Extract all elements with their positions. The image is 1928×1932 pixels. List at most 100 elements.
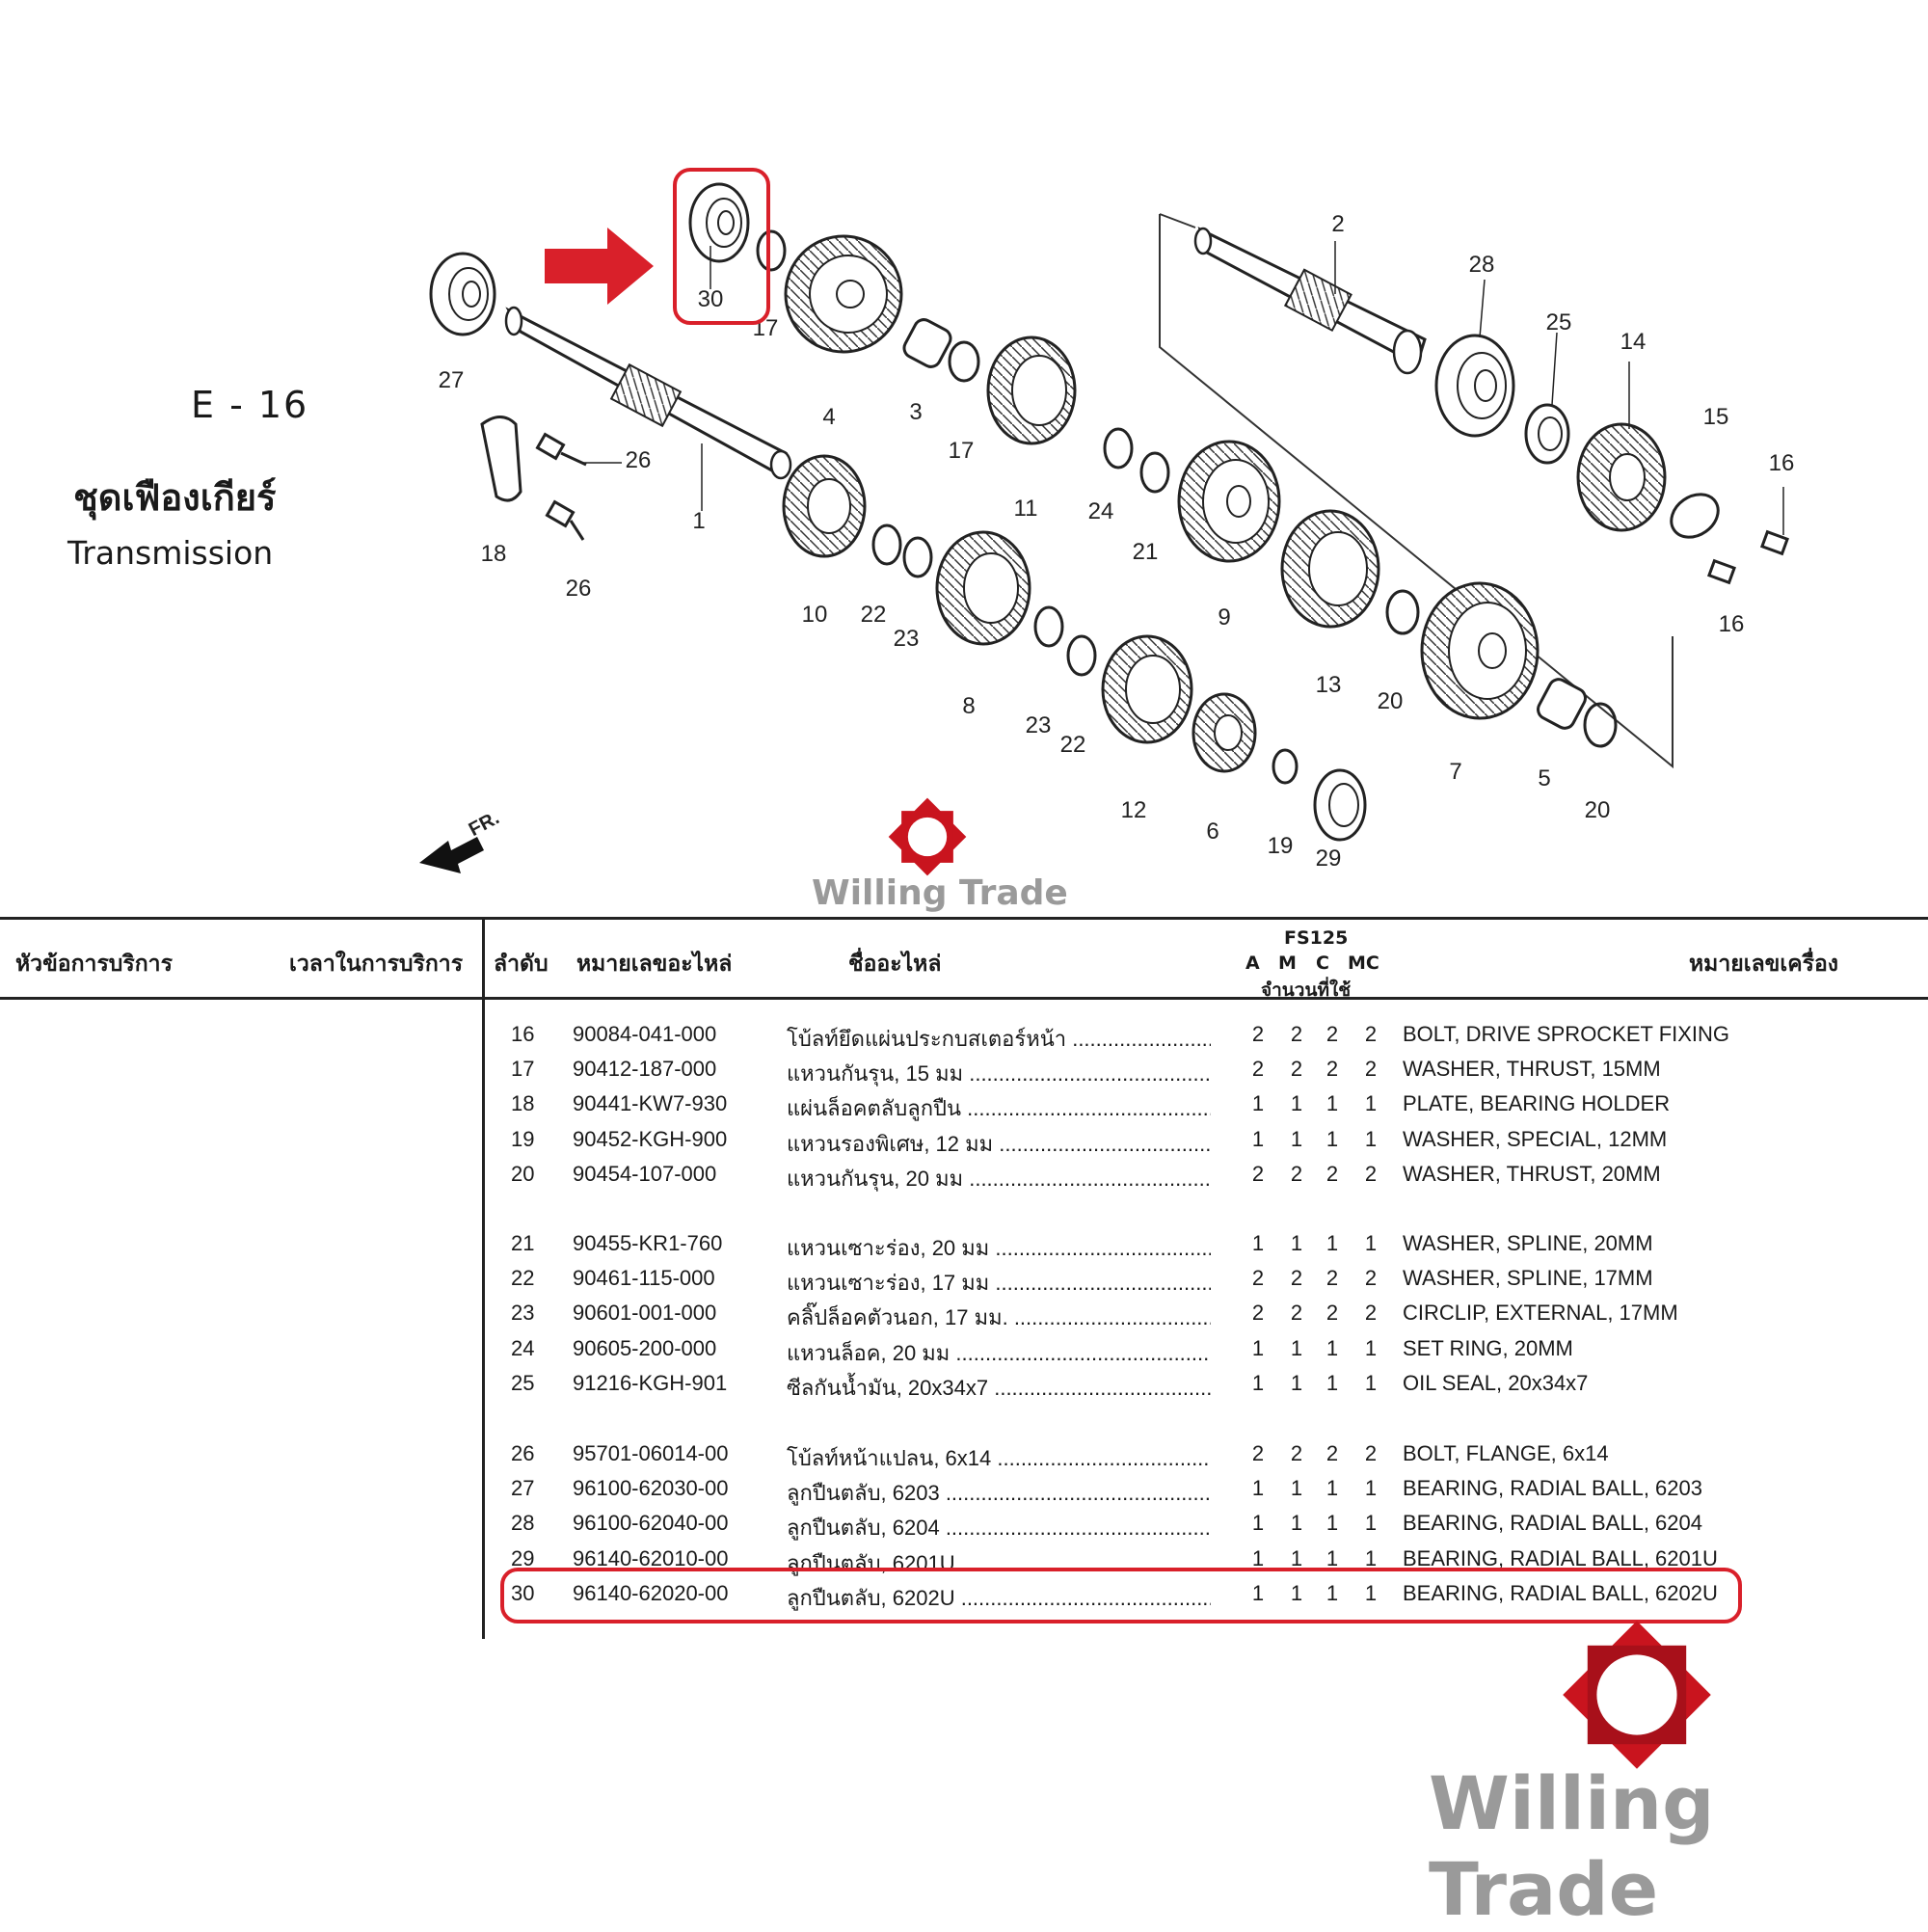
part-number: 90412-187-000 [573,1057,717,1081]
qty-m: 2 [1290,1057,1303,1081]
front-marker [419,837,484,873]
part-name-english: WASHER, SPLINE, 17MM [1403,1266,1653,1290]
callout-26b: 26 [566,576,592,602]
qty-a: 1 [1251,1581,1265,1605]
part-number: 96100-62030-00 [573,1476,729,1500]
bushings [902,318,1587,730]
mainshaft-1 [504,306,792,480]
bearing-29 [1313,768,1367,842]
qty-c: 2 [1326,1022,1339,1046]
callout-10: 10 [802,602,828,628]
qty-mc: 1 [1364,1371,1378,1395]
section-title-thai: ชุดเฟืองเกียร์ [73,476,277,519]
qty-c: 2 [1326,1057,1339,1081]
part-name-thai: คลิ๊ปล็อคตัวนอก, 17 มม. ................… [787,1305,1211,1329]
part-number: 90454-107-000 [573,1162,717,1186]
callout-29: 29 [1316,845,1342,872]
qty-mc: 1 [1364,1511,1378,1535]
part-name-english: WASHER, SPECIAL, 12MM [1403,1127,1668,1151]
qty-mc: 1 [1364,1231,1378,1255]
header-qty-used: จำนวนที่ใช้ [1261,979,1352,1001]
part-name-english: WASHER, THRUST, 15MM [1403,1057,1661,1081]
part-seq: 23 [511,1301,535,1325]
qty-mc: 2 [1364,1022,1378,1046]
part-number: 90601-001-000 [573,1301,717,1325]
header-engine-no: หมายเลขเครื่อง [1689,952,1839,977]
part-seq: 20 [511,1162,535,1186]
part-seq: 30 [511,1581,535,1605]
gear-10 [782,454,867,558]
callout-17b: 17 [949,438,975,464]
qty-mc: 1 [1364,1546,1378,1570]
part-name-english: OIL SEAL, 20x34x7 [1403,1371,1589,1395]
part-number: 96100-62040-00 [573,1511,729,1535]
part-seq: 16 [511,1022,535,1046]
qty-a: 2 [1251,1266,1265,1290]
part-name-english: WASHER, THRUST, 20MM [1403,1162,1661,1186]
header-type-a: A [1245,953,1260,974]
qty-mc: 2 [1364,1162,1378,1186]
callout-30: 30 [698,286,724,312]
part-number: 91216-KGH-901 [573,1371,728,1395]
part-name-english: BOLT, DRIVE SPROCKET FIXING [1403,1022,1730,1046]
part-name-thai: แหวนรองพิเศษ, 12 มม ....................… [787,1132,1211,1156]
part-name-english: PLATE, BEARING HOLDER [1403,1091,1671,1115]
watermark-large: Willing Trade [1429,1760,1715,1932]
part-seq: 26 [511,1441,535,1465]
brand-logo-small [887,796,968,877]
countershaft-2 [1193,227,1427,375]
qty-a: 1 [1251,1231,1265,1255]
qty-m: 1 [1290,1546,1303,1570]
part-name-thai: แหวนเซาะร่อง, 20 มม ....................… [787,1236,1211,1260]
bolts [535,432,1789,585]
part-name-thai: แหวนกันรุน, 20 มม ......................… [787,1167,1211,1191]
qty-mc: 2 [1364,1057,1378,1081]
qty-a: 2 [1251,1162,1265,1186]
callout-16b: 16 [1719,611,1745,637]
part-number: 90452-KGH-900 [573,1127,728,1151]
part-number: 90084-041-000 [573,1022,717,1046]
highlight-row-30 [500,1568,1742,1623]
part-seq: 18 [511,1091,535,1115]
qty-mc: 2 [1364,1266,1378,1290]
part-seq: 25 [511,1371,535,1395]
callout-19: 19 [1268,833,1294,859]
callout-8: 8 [962,693,975,719]
callout-12: 12 [1121,797,1147,823]
callout-20a: 20 [1378,688,1404,714]
part-number: 95701-06014-00 [573,1441,729,1465]
callout-14: 14 [1620,329,1647,355]
callout-4: 4 [822,404,835,430]
qty-mc: 1 [1364,1127,1378,1151]
part-name-thai: ลูกปืนตลับ, 6203 .......................… [787,1481,1211,1505]
bearing-30 [688,182,750,263]
qty-m: 2 [1290,1022,1303,1046]
part-name-thai: ลูกปืนตลับ, 6204 .......................… [787,1516,1211,1540]
qty-c: 1 [1326,1546,1339,1570]
gear-6 [1192,692,1257,773]
part-seq: 21 [511,1231,535,1255]
header-service-topic: หัวข้อการบริการ [15,952,173,977]
gear-12 [1101,634,1193,744]
part-name-english: BEARING, RADIAL BALL, 6204 [1403,1511,1702,1535]
qty-m: 1 [1290,1127,1303,1151]
part-number: 90461-115-000 [573,1266,715,1290]
qty-c: 2 [1326,1162,1339,1186]
table-header-rule [0,997,1928,1000]
callout-7: 7 [1449,759,1461,785]
part-number: 90441-KW7-930 [573,1091,728,1115]
qty-c: 1 [1326,1231,1339,1255]
part-seq: 19 [511,1127,535,1151]
callout-6: 6 [1206,818,1218,845]
watermark-small: Willing Trade [812,873,1068,913]
qty-a: 1 [1251,1091,1265,1115]
part-number: 90455-KR1-760 [573,1231,723,1255]
part-name-english: SET RING, 20MM [1403,1336,1573,1360]
section-title-english: Transmission [67,534,274,572]
callout-22a: 22 [861,602,887,628]
callout-26a: 26 [626,447,652,473]
transmission-exploded-diagram: 30 17 4 3 17 11 24 21 9 13 20 7 5 20 2 2… [419,182,1794,873]
